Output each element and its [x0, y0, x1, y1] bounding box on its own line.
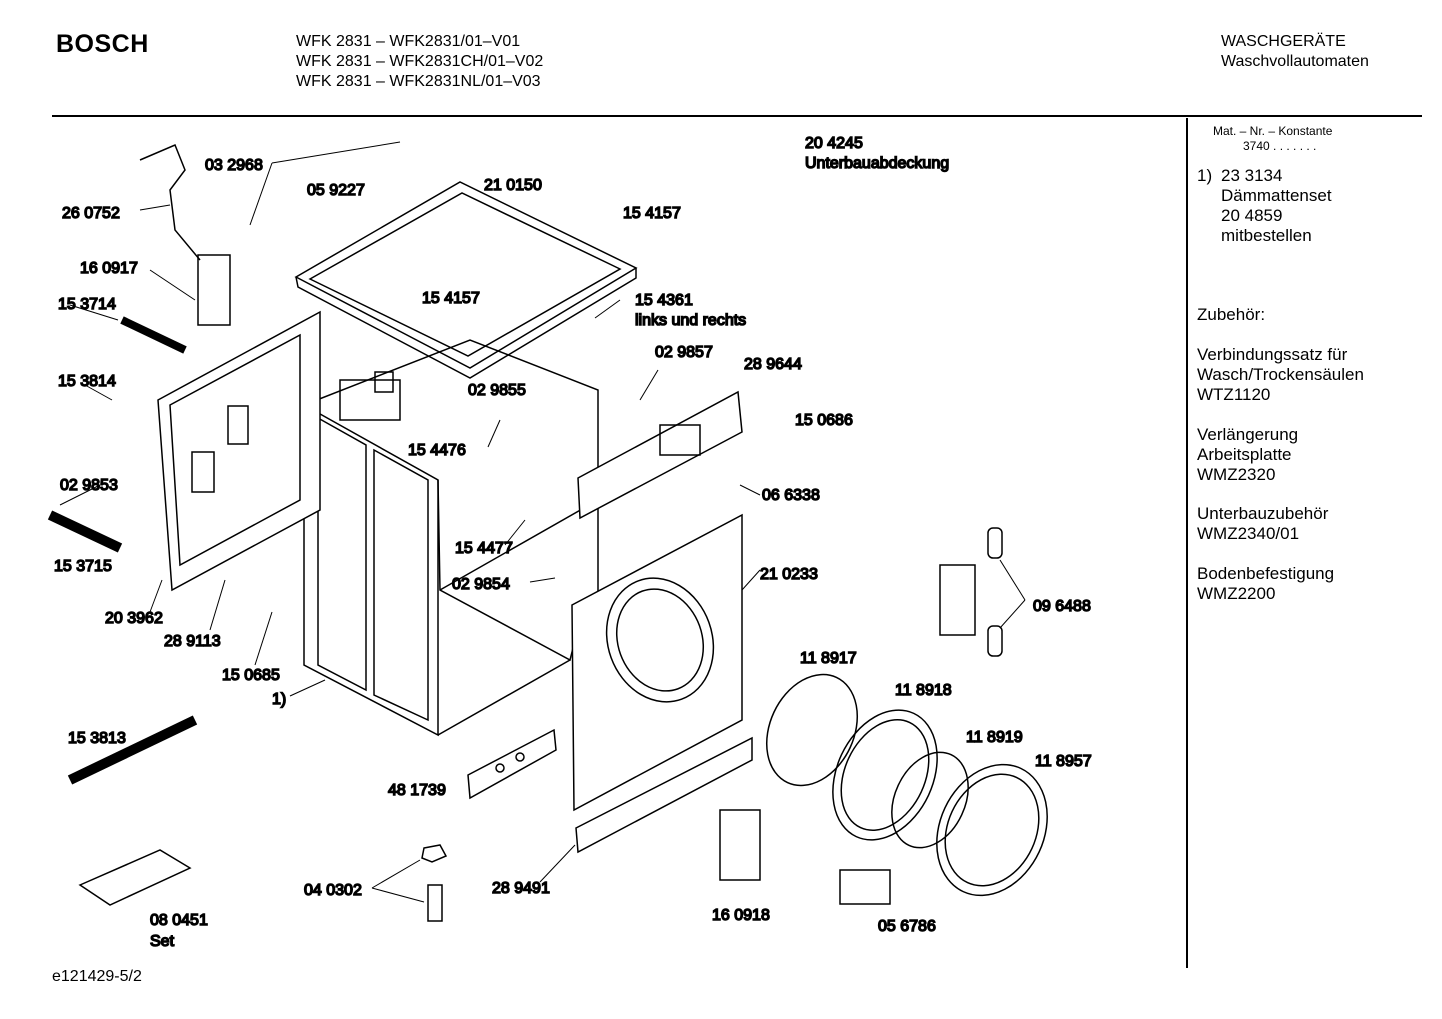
door-handle: [839, 869, 891, 905]
sidebar-divider: [1186, 118, 1188, 968]
accessory-line: WMZ2340/01: [1197, 524, 1300, 543]
part-label-153715: 15 3715: [54, 558, 112, 575]
part-label-029857: 02 9857: [655, 344, 713, 361]
part-label-289113: 28 9113: [164, 633, 221, 650]
stacking-kit: [939, 527, 1003, 657]
part-label-154476: 15 4476: [408, 442, 466, 459]
power-cord: [139, 144, 231, 326]
accessory-line: Arbeitsplatte: [1197, 445, 1292, 464]
part-label-154157: 15 4157: [422, 290, 480, 307]
note-line: mitbestellen: [1221, 226, 1312, 245]
door-hinge: [719, 809, 761, 881]
mat-header: Mat. – Nr. – Konstante: [1213, 124, 1333, 138]
model-line-3: WFK 2831 – WFK2831NL/01–V03: [296, 73, 541, 90]
brand-logo: BOSCH: [56, 30, 149, 58]
part-label-260752: 26 0752: [62, 205, 120, 222]
part-label-203962: 20 3962: [105, 610, 163, 627]
part-label-118918: 11 8918: [895, 682, 952, 699]
part-label-150686: 15 0686: [795, 412, 853, 429]
accessory-line: WMZ2320: [1197, 465, 1276, 484]
part-label-029855: 02 9855: [468, 382, 526, 399]
bolt: [427, 884, 443, 922]
mat-value: 3740 . . . . . . .: [1243, 139, 1317, 153]
accessory-line: Unterbauzubehör: [1197, 504, 1329, 523]
note-line: Dämmattenset: [1221, 186, 1332, 205]
part-footnote-marker: 1): [272, 691, 286, 708]
accessory-line: Wasch/Trockensäulen: [1197, 365, 1364, 384]
model-line-1: WFK 2831 – WFK2831/01–V01: [296, 33, 521, 50]
accessory-line: Verlängerung: [1197, 425, 1299, 444]
washer-body: [303, 339, 599, 737]
top-cover: [294, 181, 638, 379]
front-panel: [571, 513, 743, 812]
part-label-080451: 08 0451: [150, 912, 208, 929]
part-label-032968: 03 2968: [205, 157, 263, 174]
part-label-160918: 16 0918: [712, 907, 770, 924]
transport-plate: [78, 849, 192, 906]
part-label-056786: 05 6786: [878, 918, 936, 935]
header-rule: [52, 115, 1422, 117]
category-subtitle: Waschvollautomaten: [1221, 53, 1369, 70]
part-label-481739: 48 1739: [388, 782, 446, 799]
part-label-210150: 21 0150: [484, 177, 542, 194]
accessory-line: Verbindungssatz für: [1197, 345, 1348, 364]
detergent-drawer: [467, 728, 557, 800]
wrench: [67, 715, 198, 785]
part-label-059227: 05 9227: [307, 182, 365, 199]
part-label-154477: 15 4477: [455, 540, 513, 557]
note-line: 23 3134: [1221, 166, 1283, 185]
part-desc-080451: Set: [150, 933, 175, 950]
note-marker: 1): [1197, 166, 1213, 185]
part-desc-204245: Unterbauabdeckung: [805, 155, 949, 172]
category-title: WASCHGERÄTE: [1221, 33, 1346, 50]
part-label-118919: 11 8919: [966, 729, 1023, 746]
part-label-040302: 04 0302: [304, 882, 362, 899]
bracket-rail: [577, 390, 743, 520]
accessory-line: WMZ2200: [1197, 584, 1276, 603]
part-label-153714: 15 3714: [58, 296, 116, 313]
part-label-153814: 15 3814: [58, 373, 116, 390]
part-desc-154361: links und rechts: [635, 312, 746, 329]
leader-lines: [59, 141, 1026, 903]
rear-panel: [157, 310, 321, 592]
part-label-029854: 02 9854: [452, 576, 510, 593]
part-label-154157: 15 4157: [623, 205, 681, 222]
kickplate: [575, 736, 753, 854]
model-line-2: WFK 2831 – WFK2831CH/01–V02: [296, 53, 544, 70]
accessory-line: WTZ1120: [1197, 385, 1271, 404]
part-label-204245: 20 4245: [805, 135, 863, 152]
part-label-289644: 28 9644: [744, 356, 802, 373]
note-line: 20 4859: [1221, 206, 1283, 225]
drawing-id: e121429-5/2: [52, 968, 142, 985]
hose-connector: [47, 510, 123, 553]
part-label-029853: 02 9853: [60, 477, 118, 494]
part-label-153813: 15 3813: [68, 730, 126, 747]
part-label-160917: 16 0917: [80, 260, 138, 277]
part-label-096488: 09 6488: [1033, 598, 1091, 615]
part-label-150685: 15 0685: [222, 667, 280, 684]
nut: [421, 844, 448, 863]
part-label-210233: 21 0233: [760, 566, 818, 583]
accessories-title: Zubehör:: [1197, 305, 1266, 324]
spring: [120, 316, 187, 354]
part-label-154361: 15 4361: [635, 292, 693, 309]
part-label-066338: 06 6338: [762, 487, 820, 504]
part-label-289491: 28 9491: [492, 880, 550, 897]
part-label-118917: 11 8917: [800, 650, 857, 667]
accessory-line: Bodenbefestigung: [1197, 564, 1335, 583]
part-label-118957: 11 8957: [1035, 753, 1092, 770]
door-assembly: [765, 673, 1048, 897]
